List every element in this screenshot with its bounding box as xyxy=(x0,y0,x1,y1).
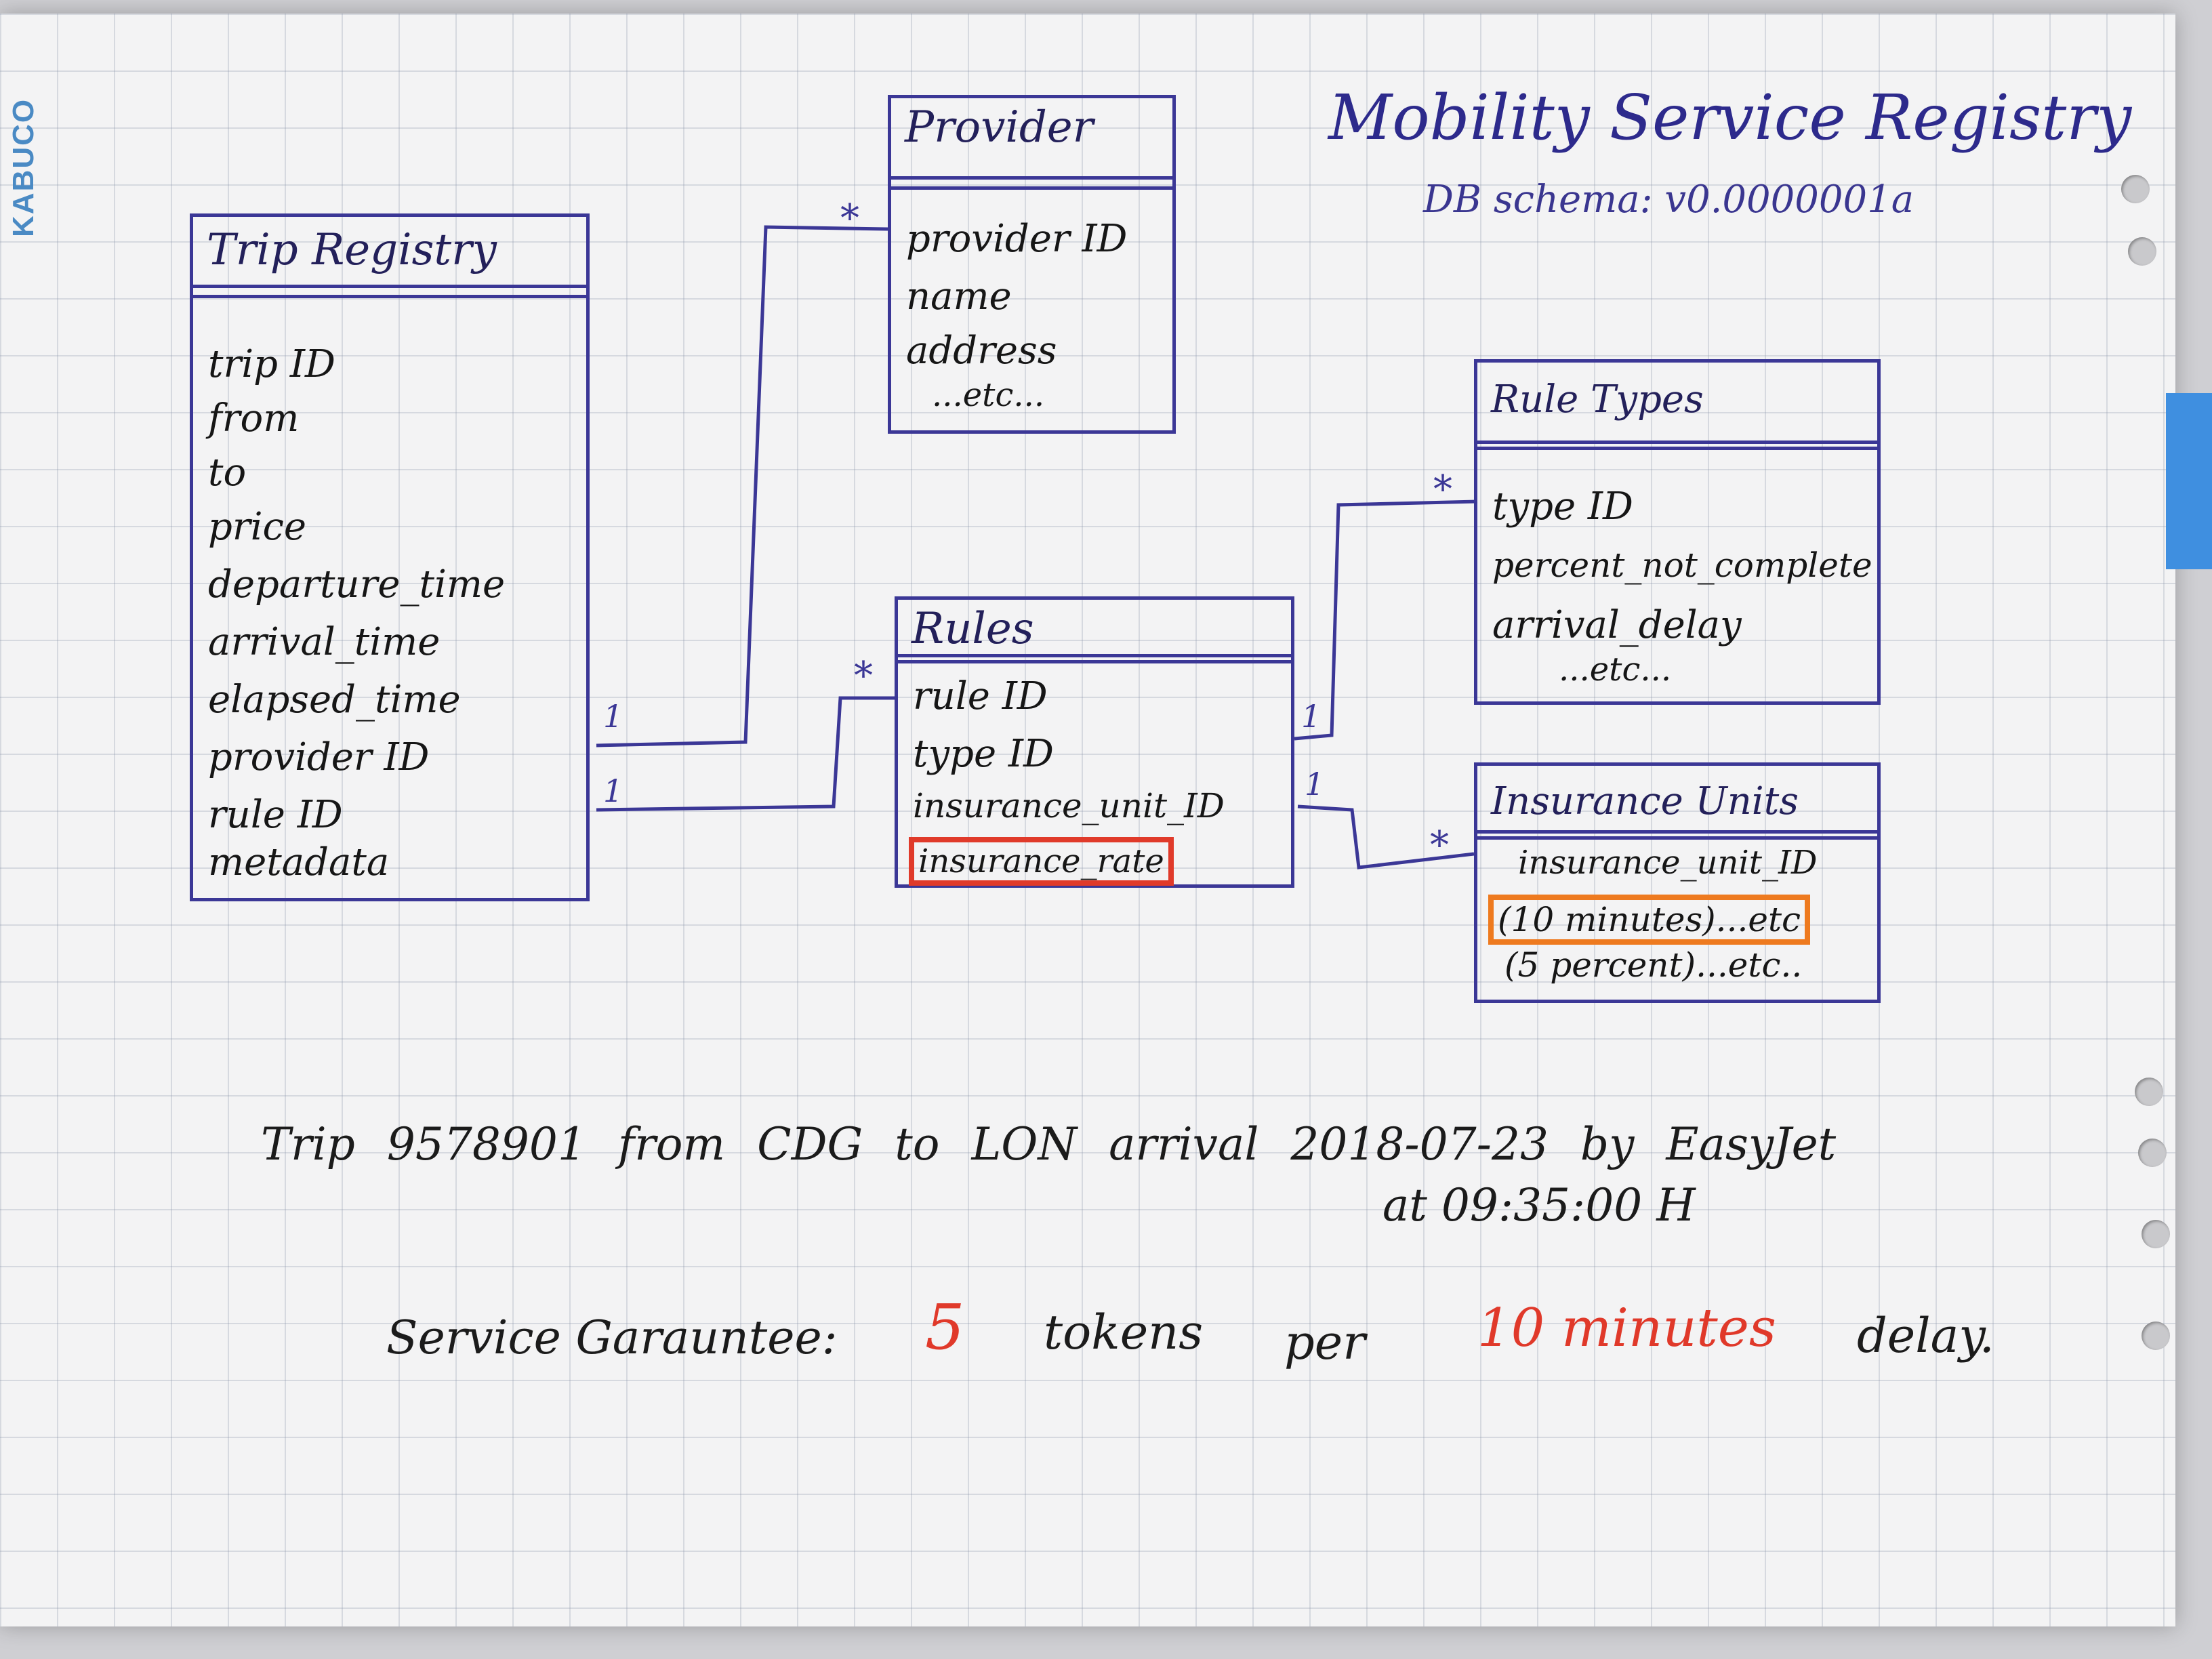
delay-amount: 10 minutes xyxy=(1477,1298,1776,1359)
trip-registry-table: Trip Registry trip ID from to price depa… xyxy=(190,213,590,901)
table-name: Rule Types xyxy=(1491,377,1704,422)
table-field: type ID xyxy=(913,732,1054,776)
table-field: to xyxy=(208,451,247,495)
schema-version: DB schema: v0.0000001a xyxy=(1423,178,1914,222)
table-field: departure_time xyxy=(208,562,506,607)
table-name: Provider xyxy=(905,102,1094,152)
table-field: rule ID xyxy=(913,674,1048,718)
per-word: per xyxy=(1284,1315,1366,1370)
table-field: from xyxy=(208,396,300,441)
trip-provider-link xyxy=(596,225,888,747)
table-field: (5 percent)...etc.. xyxy=(1504,945,1803,985)
table-field: name xyxy=(906,274,1012,319)
table-field: insurance_unit_ID xyxy=(1518,844,1818,882)
table-name: Insurance Units xyxy=(1491,779,1799,823)
table-field: provider ID xyxy=(906,217,1128,261)
table-field: rule ID xyxy=(208,793,343,837)
punch-hole xyxy=(2128,237,2156,266)
highlighted-field: insurance_rate xyxy=(909,837,1174,886)
rules-insurance-link xyxy=(1297,804,1475,869)
table-field: ...etc... xyxy=(1559,651,1672,689)
table-field: trip ID xyxy=(208,342,335,386)
cardinality-one: 1 xyxy=(1301,698,1322,735)
table-field: type ID xyxy=(1492,485,1633,529)
cardinality-many: * xyxy=(1430,823,1449,867)
rules-ruletypes-link xyxy=(1294,499,1478,741)
header-divider xyxy=(193,285,586,298)
example-trip-time: at 09:35:00 H xyxy=(1382,1179,1696,1231)
table-field: ...etc... xyxy=(932,376,1045,414)
table-field: address xyxy=(906,329,1057,373)
cardinality-one: 1 xyxy=(1305,766,1325,802)
cardinality-many: * xyxy=(1433,468,1452,512)
cardinality-many: * xyxy=(840,197,859,241)
cardinality-one: 1 xyxy=(603,698,623,735)
rule-types-table: Rule Types type ID percent_not_complete … xyxy=(1474,359,1881,705)
table-field: price xyxy=(208,505,307,549)
header-divider xyxy=(898,654,1291,663)
highlighted-field: (10 minutes)...etc xyxy=(1488,895,1811,945)
trip-rules-link xyxy=(596,696,895,812)
rules-table: Rules rule ID type ID insurance_unit_ID … xyxy=(895,596,1294,888)
cardinality-many: * xyxy=(854,654,873,698)
table-name: Rules xyxy=(912,604,1034,654)
sticky-tab xyxy=(2166,393,2212,569)
punch-hole xyxy=(2121,175,2150,203)
table-field: percent_not_complete xyxy=(1492,546,1872,585)
diagram-title: Mobility Service Registry xyxy=(1328,81,2132,154)
table-field: arrival_time xyxy=(208,620,441,664)
table-field: arrival_delay xyxy=(1492,603,1742,647)
punch-hole xyxy=(2135,1078,2163,1106)
delay-word: delay. xyxy=(1857,1308,1994,1364)
punch-hole xyxy=(2138,1139,2167,1167)
punch-hole xyxy=(2142,1322,2170,1350)
cardinality-one: 1 xyxy=(603,773,623,809)
notebook-page: KABUCO xyxy=(0,14,2175,1626)
table-field: metadata xyxy=(208,840,390,884)
header-divider xyxy=(1477,830,1877,840)
header-divider xyxy=(1477,441,1877,450)
tokens-word: tokens xyxy=(1044,1305,1204,1360)
table-field: insurance_unit_ID xyxy=(913,786,1225,825)
token-amount: 5 xyxy=(925,1291,965,1364)
table-name: Trip Registry xyxy=(207,225,497,275)
punch-hole xyxy=(2142,1220,2170,1248)
table-field: provider ID xyxy=(208,735,430,779)
provider-table: Provider provider ID name address ...etc… xyxy=(888,95,1176,434)
service-guarantee-label: Service Garauntee: xyxy=(386,1311,838,1365)
header-divider xyxy=(891,176,1172,190)
insurance-units-table: Insurance Units insurance_unit_ID (10 mi… xyxy=(1474,762,1881,1003)
table-field: elapsed_time xyxy=(208,678,461,722)
example-trip-line: Trip 9578901 from CDG to LON arrival 201… xyxy=(261,1118,1837,1170)
